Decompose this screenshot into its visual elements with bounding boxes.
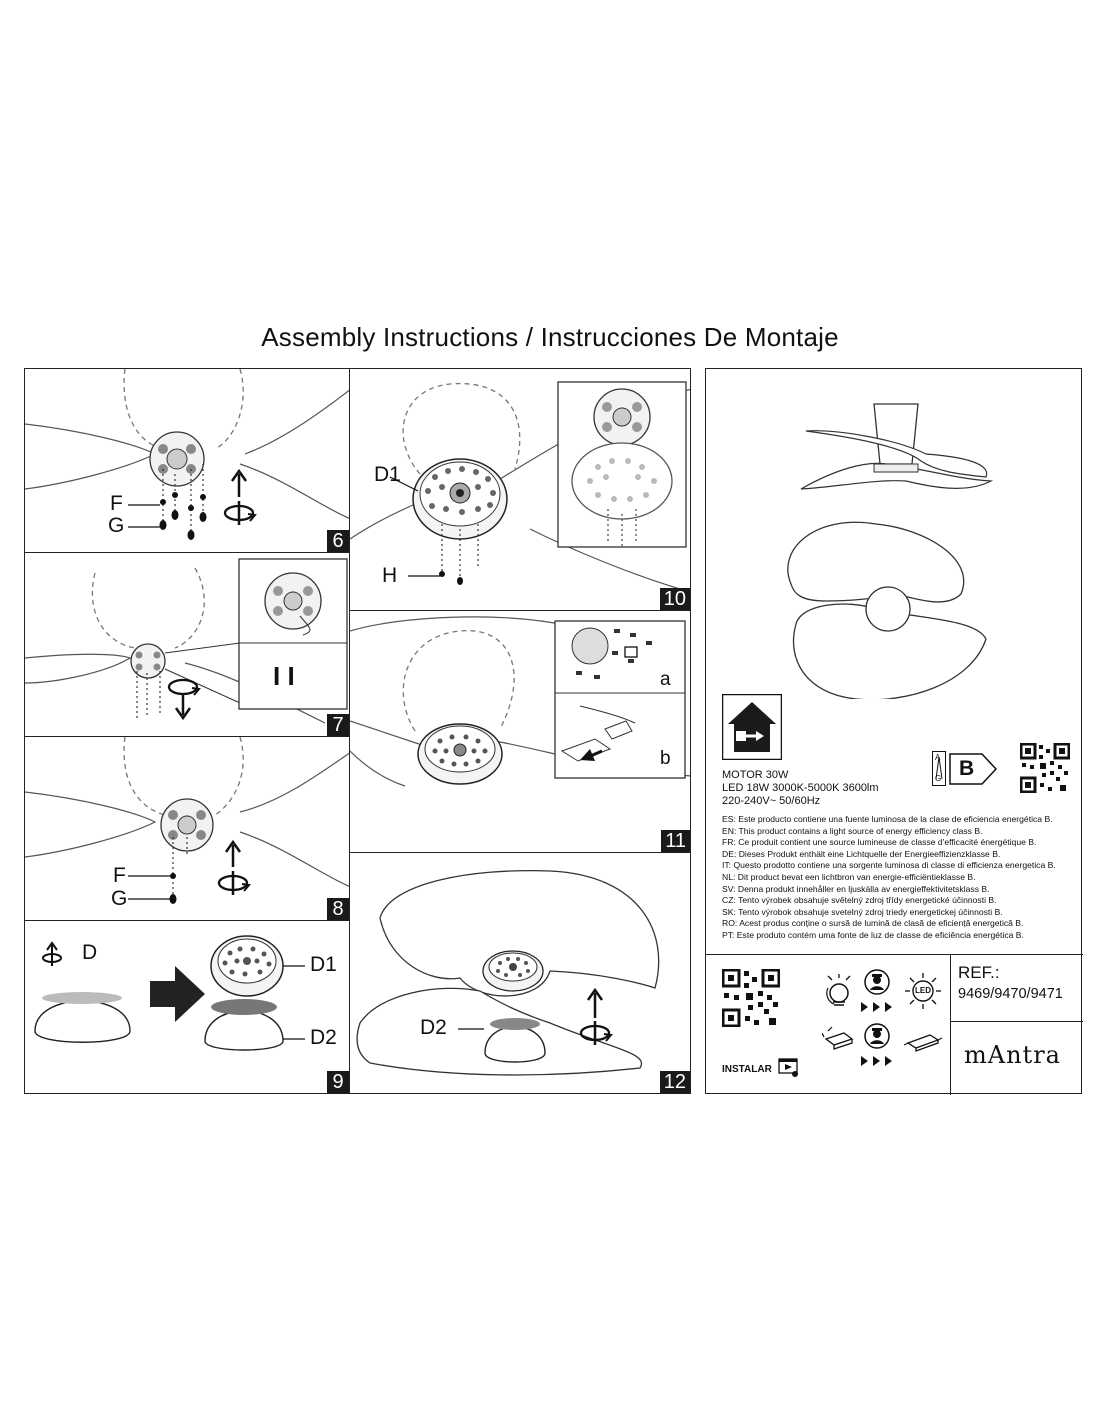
energy-class-value: B bbox=[959, 757, 975, 780]
eu-notice-nl: NL: Dit product bevat een lichtbron van … bbox=[722, 871, 976, 882]
step-9-panel: D D1 D2 9 bbox=[24, 920, 350, 1094]
driver-icon bbox=[821, 1025, 856, 1055]
label-f: F bbox=[110, 492, 123, 515]
step-8-drawing bbox=[25, 737, 349, 904]
fan-product-illustration bbox=[787, 403, 994, 699]
led-badge: LED bbox=[915, 986, 931, 995]
eu-energy-notices: ES: Este producto contiene una fuente lu… bbox=[722, 814, 1072, 942]
step-10-drawing bbox=[350, 381, 690, 590]
led-bulb-icon: LED bbox=[904, 972, 942, 1010]
house-disposal-icon bbox=[721, 693, 783, 761]
step-12-panel: D2 12 bbox=[349, 852, 691, 1094]
step-10-number: 10 bbox=[659, 588, 690, 610]
eu-notice-pt: PT: Este produto contém uma fonte de luz… bbox=[722, 929, 1024, 940]
video-play-icon[interactable] bbox=[778, 1058, 800, 1078]
step-12-number: 12 bbox=[659, 1071, 690, 1093]
technician-icon bbox=[864, 1023, 890, 1049]
label-d2: D2 bbox=[310, 1026, 337, 1049]
eu-notice-sv: SV: Denna produkt innehåller en ljuskäll… bbox=[722, 883, 990, 894]
footer-ref-divider bbox=[950, 1021, 1083, 1022]
energy-class-label: A G B bbox=[932, 751, 1002, 787]
label-d1: D1 bbox=[374, 463, 401, 486]
qr-code-icon bbox=[1019, 742, 1071, 794]
eu-notice-fr: FR: Ce produit contient une source lumin… bbox=[722, 837, 1037, 848]
eu-notice-en: EN: This product contains a light source… bbox=[722, 825, 983, 836]
eu-notice-de: DE: Dieses Produkt enthält eine Lichtque… bbox=[722, 848, 1001, 859]
step-11-panel: a b 11 bbox=[349, 610, 691, 853]
step-6-number: 6 bbox=[327, 530, 349, 552]
footer-divider bbox=[706, 954, 1083, 955]
step-7-panel: I I 7 bbox=[24, 552, 350, 737]
ref-value: 9469/9470/9471 bbox=[958, 986, 1063, 1002]
label-d: D bbox=[82, 941, 98, 964]
step-8-number: 8 bbox=[327, 898, 349, 920]
step-7-drawing bbox=[25, 558, 348, 724]
step-7-inset-text: I I bbox=[273, 661, 295, 691]
label-d2: D2 bbox=[420, 1016, 447, 1039]
step-6-panel: F G 6 bbox=[24, 368, 350, 553]
eu-notice-ro: RO: Acest produs conține o sursă de lumi… bbox=[722, 918, 1024, 929]
spec-motor: MOTOR 30W bbox=[722, 769, 789, 781]
energy-scale-top: A bbox=[935, 753, 941, 762]
led-replace-icon bbox=[822, 974, 856, 1008]
label-g: G bbox=[111, 887, 128, 910]
ref-label: REF.: bbox=[958, 963, 1000, 982]
footer-left-box bbox=[706, 954, 951, 1095]
qr-code-icon bbox=[721, 968, 781, 1028]
step-11-drawing bbox=[350, 616, 690, 787]
step-8-panel: F G 8 bbox=[24, 736, 350, 921]
eu-notice-sk: SK: Tento výrobok obsahuje svetelný zdro… bbox=[722, 906, 1003, 917]
instruction-sheet: F G 6 bbox=[24, 368, 1083, 1095]
label-a: a bbox=[660, 669, 671, 690]
brand-logo: mAntra bbox=[964, 1041, 1061, 1069]
label-f: F bbox=[113, 864, 126, 887]
product-info-panel: MOTOR 30W LED 18W 3000K-5000K 3600lm 220… bbox=[705, 368, 1083, 1095]
spec-voltage: 220-240V~ 50/60Hz bbox=[722, 795, 821, 807]
arrow-sequence-icon bbox=[861, 999, 895, 1012]
install-label: INSTALAR bbox=[722, 1064, 772, 1075]
step-12-drawing bbox=[356, 869, 660, 1076]
label-d1: D1 bbox=[310, 953, 337, 976]
label-g: G bbox=[108, 514, 125, 537]
eu-notice-it: IT: Questo prodotto contiene una sorgent… bbox=[722, 860, 1056, 871]
step-9-number: 9 bbox=[327, 1071, 349, 1093]
page-title: Assembly Instructions / Instrucciones De… bbox=[261, 322, 839, 352]
step-7-number: 7 bbox=[327, 714, 349, 736]
label-h: H bbox=[382, 564, 398, 587]
driver-icon bbox=[903, 1029, 943, 1053]
eu-notice-es: ES: Este producto contiene una fuente lu… bbox=[722, 814, 1053, 824]
step-9-drawing bbox=[34, 935, 305, 1051]
step-6-drawing bbox=[25, 369, 349, 540]
technician-icon bbox=[864, 969, 890, 995]
energy-scale-bottom: G bbox=[935, 774, 942, 783]
step-10-panel: D1 H 10 bbox=[349, 368, 691, 611]
arrow-sequence-icon bbox=[861, 1053, 895, 1066]
label-b: b bbox=[660, 748, 671, 769]
spec-led: LED 18W 3000K-5000K 3600lm bbox=[722, 782, 879, 794]
brand-name: mAntra bbox=[964, 1041, 1061, 1069]
eu-notice-cz: CZ: Tento výrobek obsahuje světelný zdro… bbox=[722, 895, 997, 906]
step-11-number: 11 bbox=[661, 830, 690, 852]
